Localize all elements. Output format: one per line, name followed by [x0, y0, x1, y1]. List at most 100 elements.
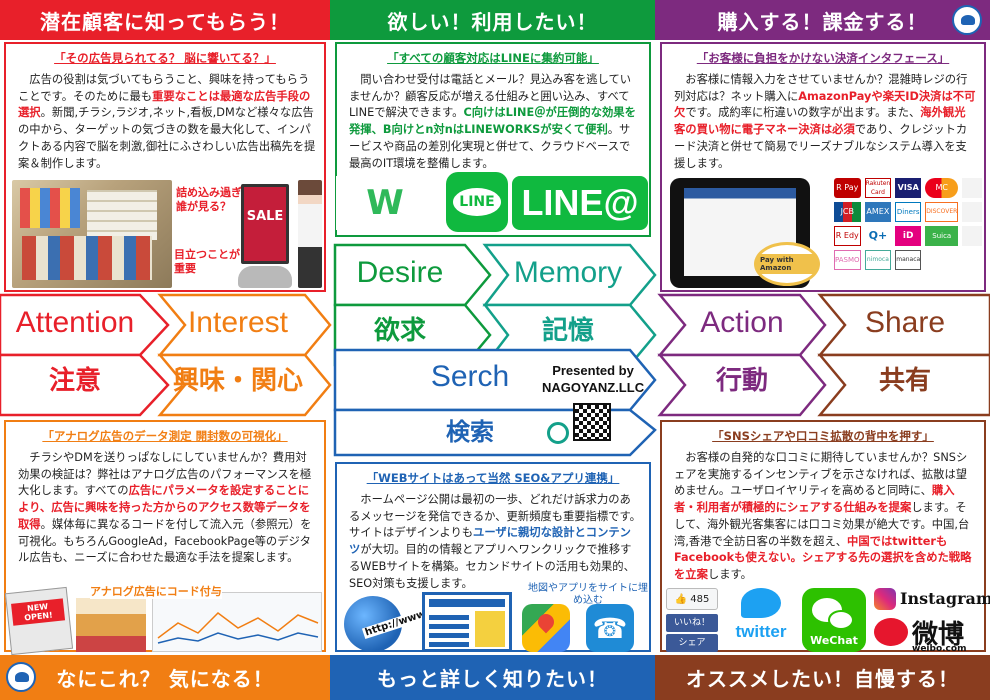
flow-action-jp: 行動	[715, 365, 768, 395]
flow-desire-jp: 欲求	[373, 315, 426, 345]
analytics-line-1	[157, 612, 319, 639]
wechat-logo-icon: WeChat	[802, 588, 866, 652]
crowded-ads-photo	[12, 180, 172, 288]
twitter-bird-icon	[741, 588, 781, 618]
panel-attention-text-1: 広告の役割は気づいてもらうこと、興味を持ってもらうことです。そのために最も	[18, 73, 310, 103]
quicpay-icon: Q+	[864, 226, 892, 246]
panel-desire-title: 「すべての顧客対応はLINEに集約可能」	[387, 51, 599, 65]
header-action-text: 購入する！課金する！	[717, 9, 928, 34]
layout-image-block	[475, 611, 505, 647]
search-caption: 地図やアプリをサイトに埋め込む	[528, 583, 648, 606]
footer-search: もっと詳しく知りたい！	[330, 655, 655, 700]
panel-share-highlight-1: 購入者・利用者が積極的にシェアする仕組みを提案	[674, 484, 955, 515]
panel-action-text-1: お客様に情報入力をさせていませんか？混雑時レジの行列対応は？ネット購入に	[674, 73, 968, 103]
company-mark-icon	[547, 422, 569, 444]
company-name: NAGOYANZ.LLC	[542, 379, 645, 395]
panel-interest-highlight: 広告にパラメータを設定することにより、広告に興味を持った方からのアクセス数等デー…	[18, 484, 311, 531]
layout-text-lines	[429, 611, 469, 647]
panel-attention-text-2: 。新聞,チラシ,ラジオ,ネット,看板,DMなど様々な広告の中から、ターゲットの気…	[18, 106, 316, 170]
jcb-icon: JCB	[834, 202, 861, 222]
flow-search-en: Serch	[430, 360, 510, 393]
weibo-logo-icon	[874, 618, 908, 646]
suica-icon: Suica	[925, 226, 959, 246]
action-jp-arrow	[657, 353, 827, 417]
twitter-logo-icon: twitter	[726, 588, 796, 652]
presented-by-label: Presented by	[552, 363, 634, 378]
mastercard-icon: MC	[925, 178, 959, 198]
analytics-line-chart	[157, 612, 319, 644]
phone-app-icon: ☎	[586, 604, 634, 652]
panel-share-text-3: します。	[707, 568, 752, 582]
panel-action-text-2: です。成約率に桁違いの数字が出ます。また、	[685, 106, 921, 120]
rakuten-pay-icon: R Pay	[834, 178, 861, 198]
footer-search-text: もっと詳しく知りたい！	[377, 667, 608, 691]
amex-icon: AMEX	[864, 202, 892, 222]
diners-icon: Diners	[895, 202, 922, 222]
panel-action-highlight-1: AmazonPayや楽天ID決済は不可欠	[674, 89, 976, 120]
flow-memory-en: Memory	[513, 256, 623, 289]
attention-jp-arrow	[0, 353, 170, 417]
payment-logos: R Pay Rakuten Card VISA MC JCB AMEX Dine…	[834, 178, 982, 288]
panel-interest-text-2: 。媒体毎に異なるコードを付して流入元（参照元）を可視化。もちろんGoogleAd…	[18, 517, 312, 565]
flow-search-jp: 検索	[446, 419, 494, 446]
panel-interest-title: 「アナログ広告のデータ測定 開封数の可視化」	[42, 429, 288, 443]
callout-stand-out: 目立つことが 重要	[174, 248, 240, 276]
nimoca-icon: nimoca	[864, 250, 892, 270]
rakuten-card-icon: Rakuten Card	[864, 178, 892, 198]
company-logo-icon	[6, 662, 36, 692]
instagram-label: Instagram	[900, 589, 990, 608]
panel-attention-highlight: 重要なことは最適な広告手段の選択	[18, 89, 311, 120]
instagram-icon	[874, 588, 896, 610]
interest-caption: アナログ広告にコード付与	[90, 583, 222, 599]
panel-attention: 「その広告見られてる？ 脳に響いてる？」 広告の役割は気づいてもらうこと、興味を…	[4, 42, 326, 292]
flow-share-en: Share	[864, 306, 946, 339]
interest-jp-arrow	[157, 353, 332, 417]
aidmas-flow-diagram	[0, 243, 990, 457]
discover-icon: DISCOVER	[925, 202, 959, 222]
panel-share-highlight-2: 中国ではtwitterもFacebookも使えない。シェアする先の選択を含めた戦…	[674, 534, 972, 582]
card-blank-icon	[962, 202, 982, 222]
id-icon: iD	[895, 226, 922, 246]
panel-search-text-2: が大切。目的の情報とアプリへワンクリックで推移するWEBサイトを構築。セカンドサ…	[349, 543, 635, 590]
analytics-chart-icon	[152, 592, 322, 652]
line-logo-icon: LINE	[446, 172, 508, 232]
weibo-url: weibo.com	[912, 644, 967, 654]
qr-code-icon	[573, 403, 611, 441]
callout-too-crowded: 詰め込み過ぎ 誰が見る？	[176, 186, 242, 214]
card-blank-icon	[962, 226, 982, 246]
google-maps-icon	[522, 604, 570, 652]
header-attention: 潜在顧客に知ってもらう！	[0, 0, 330, 40]
pasmo-icon: PASMO	[834, 250, 861, 270]
layout-header-bar	[429, 599, 505, 607]
panel-desire-text-2: 。サービスや商品の差別化実現と併せて、クラウドベースで最高のIT環境を整備します…	[349, 123, 631, 170]
header-attention-text: 潜在顧客に知ってもらう！	[40, 9, 290, 34]
panel-action-title: 「お客様に負担をかけない決済インタフェース」	[696, 51, 950, 65]
visa-icon: VISA	[895, 178, 922, 198]
panel-search-text-1: ホームページ公開は最初の一歩、どれだけ訴求力のあるメッセージを発信できるか、更新…	[349, 493, 641, 540]
manaca-icon: manaca	[895, 250, 922, 270]
website-layout-icon	[422, 592, 512, 652]
panel-share-body: お客様の自発的な口コミに期待していませんか？SNSシェアを実施するインセンティブ…	[662, 444, 984, 584]
sale-text: SALE	[246, 209, 284, 224]
rakuten-edy-icon: R Edy	[834, 226, 861, 246]
line-at-logo-icon: LINE@	[512, 176, 648, 230]
panel-share-text-1: お客様の自発的な口コミに期待していませんか？SNSシェアを実施するインセンティブ…	[674, 451, 968, 498]
footer-share-text: オススメしたい！自慢する！	[686, 667, 959, 691]
flow-attention-en: Attention	[15, 306, 135, 339]
twitter-label: twitter	[735, 622, 787, 641]
analytics-line-2	[157, 632, 319, 644]
flow-memory-jp: 記憶	[541, 315, 594, 345]
sign-stand-icon	[238, 266, 292, 288]
flow-interest-jp: 興味・関心	[172, 365, 303, 395]
newspaper-icon: NEW OPEN!	[4, 586, 74, 656]
footer-interest: なにこれ？ 気になる！	[0, 655, 330, 700]
new-open-label: NEW OPEN!	[11, 598, 66, 626]
panel-search-body: ホームページ公開は最初の一歩、どれだけ訴求力のあるメッセージを発信できるか、更新…	[337, 486, 649, 592]
amazon-pay-label: Pay with Amazon	[757, 254, 817, 274]
sale-sign-photo: SALE	[241, 184, 289, 264]
lineworks-logo-icon: W	[336, 176, 434, 230]
panel-desire-text-1: 問い合わせ受付は電話とメール？見込み客を逃していませんか？顧客反応が増える仕組み…	[349, 73, 632, 120]
panel-attention-title: 「その広告見られてる？ 脳に響いてる？」	[54, 51, 276, 65]
lineworks-logo-text: W	[366, 183, 404, 223]
panel-desire-body: 問い合わせ受付は電話とメール？見込み客を逃していませんか？顧客反応が増える仕組み…	[337, 66, 649, 172]
